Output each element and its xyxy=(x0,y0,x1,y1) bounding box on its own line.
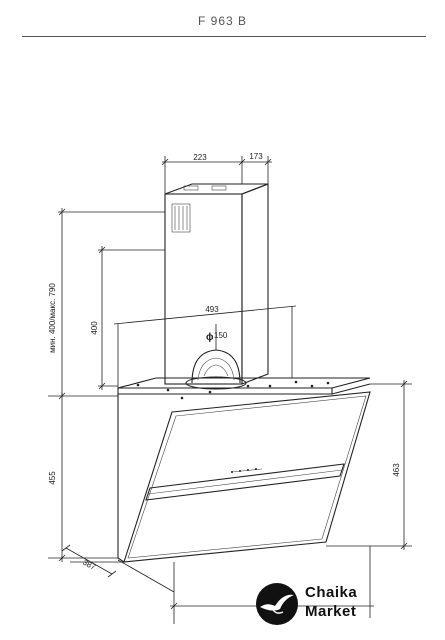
dim-duct-height-label: 400 xyxy=(90,321,99,335)
dim-chimney-range xyxy=(58,208,165,400)
duct-outlet xyxy=(185,349,247,390)
logo-text-line2: Market xyxy=(305,603,357,620)
dim-chimney-top xyxy=(161,156,272,194)
hood-body xyxy=(117,383,371,563)
seagull-logo-icon xyxy=(256,583,298,625)
dim-chimney-depth-label: 173 xyxy=(249,152,263,161)
dim-hood-height-right-label: 463 xyxy=(392,463,401,477)
chimney xyxy=(164,183,269,385)
model-title: F 963 B xyxy=(197,14,248,28)
dim-chimney-width-label: 223 xyxy=(193,153,207,162)
dim-hood-depth xyxy=(61,544,175,593)
dim-hood-height-right xyxy=(326,380,412,550)
dim-duct-height xyxy=(98,246,165,390)
dim-hood-depth-label: 387 xyxy=(81,558,97,572)
dim-hood-width-label: 493 xyxy=(205,305,219,314)
dim-hood-height-left xyxy=(48,392,118,562)
title-divider xyxy=(22,36,426,37)
dim-duct-diameter-label: 150 xyxy=(214,331,228,340)
dim-duct-diameter: ɸ 150 xyxy=(206,324,228,350)
logo-text-line1: Chaika xyxy=(305,584,358,601)
dim-hood-width xyxy=(113,305,297,394)
dim-hood-height-left-label: 455 xyxy=(48,471,57,485)
chaika-market-logo: Chaika Market xyxy=(255,582,405,626)
diameter-symbol: ɸ xyxy=(206,332,214,343)
dim-chimney-range-label: мин. 400/макс. 790 xyxy=(48,283,57,353)
